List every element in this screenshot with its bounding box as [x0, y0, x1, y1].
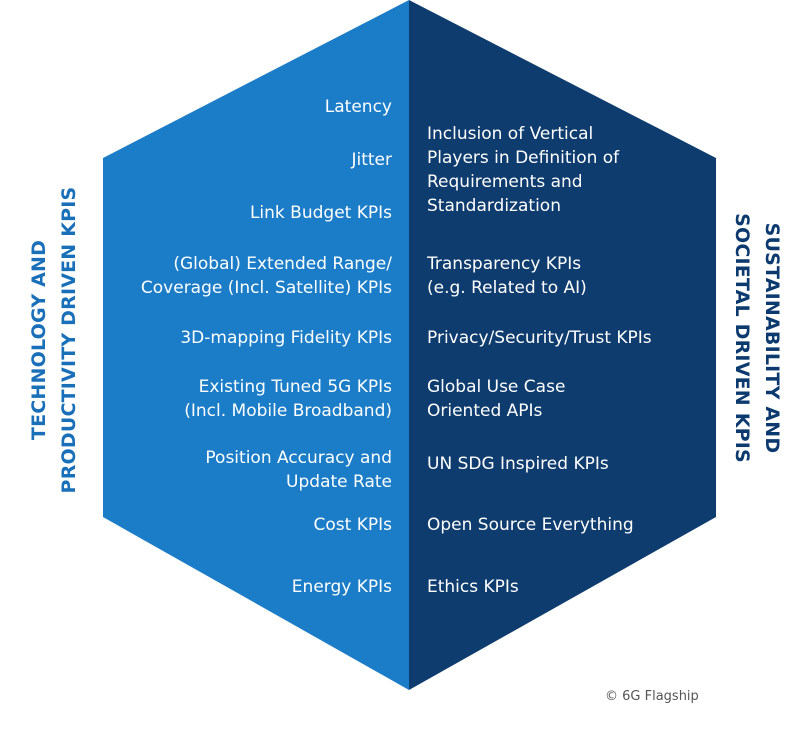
technology-kpi-item: 3D-mapping Fidelity KPIs [180, 326, 392, 350]
technology-kpi-item: (Global) Extended Range/Coverage (Incl. … [141, 252, 392, 300]
societal-kpi-item: Open Source Everything [427, 513, 634, 537]
societal-kpi-line: Global Use Case [427, 377, 566, 397]
societal-kpi-item: Transparency KPIs (e.g. Related to AI) [427, 252, 587, 300]
technology-kpi-line: Energy KPIs [291, 577, 392, 597]
technology-kpi-line: Coverage (Incl. Satellite) KPIs [140, 278, 392, 298]
right-label-line2: SOCIETAL DRIVEN KPIS [731, 213, 753, 463]
societal-kpi-line: Inclusion of Vertical [427, 124, 594, 144]
technology-kpi-line: Link Budget KPIs [249, 203, 392, 223]
technology-kpi-line: Jitter [351, 150, 392, 170]
societal-kpi-line: (e.g. Related to AI) [427, 278, 587, 298]
societal-kpi-line: UN SDG Inspired KPIs [427, 454, 609, 474]
societal-kpi-item: Privacy/Security/Trust KPIs [427, 326, 652, 350]
left-label-line1: TECHNOLOGY AND [28, 239, 50, 441]
technology-kpi-item: Existing Tuned 5G KPIs (Incl. Mobile Broa… [184, 375, 392, 423]
technology-kpi-item: Cost KPIs [314, 513, 392, 537]
right-hexagon-half [409, 0, 716, 690]
technology-kpi-item: Energy KPIs [292, 575, 392, 599]
societal-kpi-line: Players in Definition of [427, 148, 620, 168]
right-label-line1: SUSTAINABILITY AND [761, 222, 783, 454]
societal-kpi-line: Open Source Everything [427, 515, 634, 535]
technology-kpi-line: 3D-mapping Fidelity KPIs [180, 328, 392, 348]
copyright-notice: © 6G Flagship [605, 689, 699, 704]
societal-kpi-line: Transparency KPIs [427, 254, 582, 274]
technology-kpi-line: (Incl. Mobile Broadband) [184, 401, 392, 421]
technology-kpi-line: Position Accuracy and [205, 448, 392, 468]
societal-kpi-line: Privacy/Security/Trust KPIs [427, 328, 652, 348]
technology-kpi-item: Jitter [351, 148, 392, 172]
technology-kpi-line: Latency [324, 97, 392, 117]
technology-kpi-line: Cost KPIs [313, 515, 392, 535]
technology-kpi-line: Existing Tuned 5G KPIs [198, 377, 392, 397]
societal-kpi-item: UN SDG Inspired KPIs [427, 452, 609, 476]
technology-kpi-item: Latency [325, 95, 392, 119]
technology-kpi-line: (Global) Extended Range/ [173, 254, 392, 274]
left-label-line2: PRODUCTIVITY DRIVEN KPIS [58, 186, 80, 494]
technology-kpi-line: Update Rate [286, 472, 392, 492]
technology-productivity-label: TECHNOLOGY AND PRODUCTIVITY DRIVEN KPIS [24, 187, 84, 494]
societal-kpi-line: Requirements and [427, 172, 583, 192]
societal-kpi-line: Ethics KPIs [427, 577, 519, 597]
technology-kpi-item: Link Budget KPIs [250, 201, 392, 225]
societal-kpi-line: Standardization [427, 196, 561, 216]
sustainability-societal-label: SUSTAINABILITY AND SOCIETAL DRIVEN KPIS [727, 213, 787, 463]
societal-kpi-item: Ethics KPIs [427, 575, 519, 599]
left-hexagon-half [103, 0, 409, 690]
societal-kpi-line: Oriented APIs [427, 401, 543, 421]
